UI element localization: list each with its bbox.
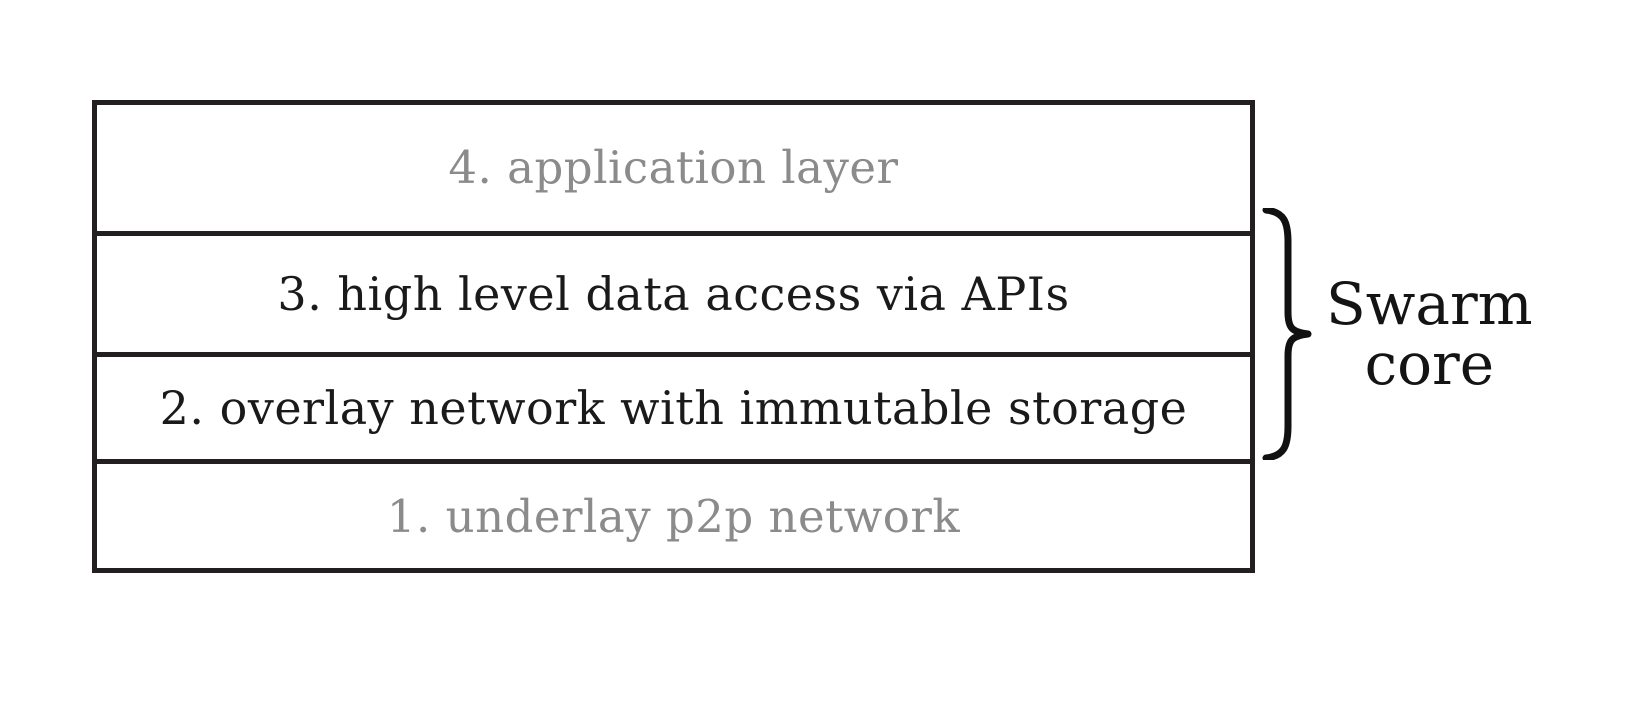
right-curly-brace-icon: [1262, 208, 1312, 460]
layer-label-application: 4. application layer: [448, 141, 899, 195]
layer-stack: 4. application layer 3. high level data …: [92, 100, 1255, 573]
layer-label-underlay-p2p: 1. underlay p2p network: [386, 489, 961, 543]
layer-label-api-access: 3. high level data access via APIs: [277, 266, 1070, 321]
swarm-core-label-line1: Swarm: [1326, 269, 1533, 338]
layer-row: 1. underlay p2p network: [97, 459, 1250, 568]
layer-label-overlay-network: 2. overlay network with immutable storag…: [159, 381, 1188, 436]
swarm-core-annotation: Swarm core: [1262, 208, 1637, 460]
layer-row: 4. application layer: [97, 105, 1250, 231]
layer-row: 3. high level data access via APIs: [97, 230, 1250, 353]
layer-row: 2. overlay network with immutable storag…: [97, 352, 1250, 460]
swarm-core-label: Swarm core: [1326, 269, 1533, 398]
swarm-core-label-line2: core: [1364, 330, 1495, 398]
